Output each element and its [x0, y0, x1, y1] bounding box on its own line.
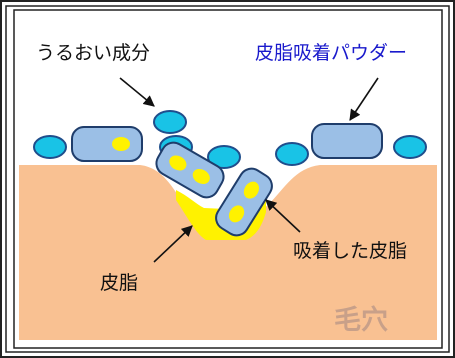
inner-frame	[5, 5, 450, 353]
powder-pointer	[349, 77, 379, 121]
powder-capsules	[71, 123, 383, 237]
absorbed-sebum-dot	[243, 181, 260, 199]
sebum-absorbing-powder-label: 皮脂吸着パウダー	[255, 42, 408, 64]
pointer-lines	[119, 77, 379, 263]
powder-capsule	[215, 167, 273, 237]
powder-capsule	[71, 126, 143, 162]
sebum-pointer	[153, 225, 193, 263]
skin-layer	[19, 165, 437, 340]
moisture-droplet	[207, 145, 241, 169]
moisture-droplet	[153, 110, 187, 134]
moisture-droplet	[275, 142, 309, 166]
absorbed-sebum-dot	[169, 155, 187, 171]
absorbed-sebum-dot	[228, 205, 245, 223]
absorbed-sebum-dot	[112, 137, 130, 151]
powder-capsule	[155, 141, 225, 199]
moisture-pointer	[119, 77, 155, 107]
pore-label: 毛穴	[334, 305, 388, 336]
moisture-droplet	[393, 135, 427, 159]
moisture-droplet	[33, 135, 67, 159]
absorbed-pointer	[265, 199, 301, 233]
absorbed-sebum-dot	[192, 168, 210, 185]
sebum-label: 皮脂	[100, 272, 139, 294]
powder-capsule	[311, 123, 383, 159]
absorbed-sebum-label: 吸着した皮脂	[293, 240, 408, 262]
moisture-ingredient-label: うるおい成分	[36, 42, 151, 64]
